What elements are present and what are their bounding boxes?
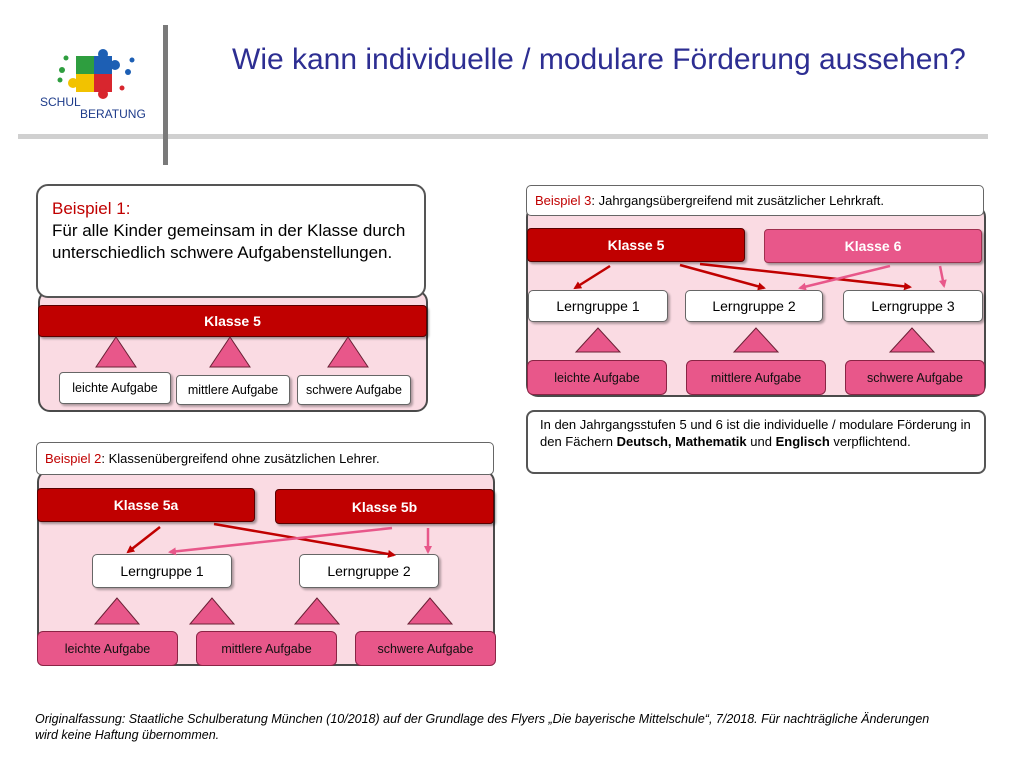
info-text-2: und: [746, 434, 776, 449]
example2-task-medium: mittlere Aufgabe: [196, 631, 337, 666]
info-box: In den Jahrgangsstufen 5 und 6 ist die i…: [526, 410, 986, 474]
example3-lerngruppe-2: Lerngruppe 2: [685, 290, 823, 322]
example2-label: Beispiel 2: [45, 451, 102, 466]
puzzle-logo-icon: SCHUL BERATUNG: [40, 49, 146, 121]
info-bold-english: Englisch: [775, 434, 830, 449]
example1-text: Für alle Kinder gemeinsam in der Klasse …: [52, 221, 406, 262]
example2-task-hard: schwere Aufgabe: [355, 631, 496, 666]
page-title: Wie kann individuelle / modulare Förderu…: [232, 43, 966, 76]
info-text-1: In den Jahrgangsstufen 5 und 6 ist die i…: [540, 417, 971, 449]
example1-task-hard: schwere Aufgabe: [297, 375, 411, 405]
example3-lerngruppe-1: Lerngruppe 1: [528, 290, 668, 322]
example3-caption: Beispiel 3: Jahrgangsübergreifend mit zu…: [526, 185, 984, 216]
schulberatung-logo: SCHUL BERATUNG: [36, 48, 156, 123]
example1-klasse-bar: Klasse 5: [38, 305, 427, 337]
logo-text-beratung: BERATUNG: [80, 107, 146, 121]
example2-lerngruppe-1: Lerngruppe 1: [92, 554, 232, 588]
example3-label: Beispiel 3: [535, 193, 592, 208]
footer-note: Originalfassung: Staatliche Schulberatun…: [35, 712, 930, 742]
example2-task-easy: leichte Aufgabe: [37, 631, 178, 666]
info-text-3: verpflichtend.: [829, 434, 911, 449]
example2-klasse-5a: Klasse 5a: [37, 488, 255, 522]
example1-heading: Beispiel 1:: [52, 199, 131, 218]
example1-task-easy: leichte Aufgabe: [59, 372, 171, 404]
example3-klasse-5: Klasse 5: [527, 228, 745, 262]
example3-task-easy: leichte Aufgabe: [527, 360, 667, 395]
example1-task-medium: mittlere Aufgabe: [176, 375, 290, 405]
example2-text: : Klassenübergreifend ohne zusätzlichen …: [101, 451, 380, 466]
info-bold-subjects: Deutsch, Mathematik: [616, 434, 747, 449]
header-horizontal-divider: [18, 134, 988, 139]
example3-lerngruppe-3: Lerngruppe 3: [843, 290, 983, 322]
example3-text: : Jahrgangsübergreifend mit zusätzlicher…: [591, 193, 885, 208]
example3-task-hard: schwere Aufgabe: [845, 360, 985, 395]
logo-text-schul: SCHUL: [40, 95, 81, 109]
example2-caption: Beispiel 2: Klassenübergreifend ohne zus…: [36, 442, 494, 475]
example3-task-medium: mittlere Aufgabe: [686, 360, 826, 395]
example2-klasse-5b: Klasse 5b: [275, 489, 494, 524]
header-vertical-divider: [163, 25, 168, 165]
example1-textbox: Beispiel 1: Für alle Kinder gemeinsam in…: [36, 184, 426, 298]
example3-klasse-6: Klasse 6: [764, 229, 982, 263]
divider-junction: [163, 134, 168, 139]
example2-lerngruppe-2: Lerngruppe 2: [299, 554, 439, 588]
